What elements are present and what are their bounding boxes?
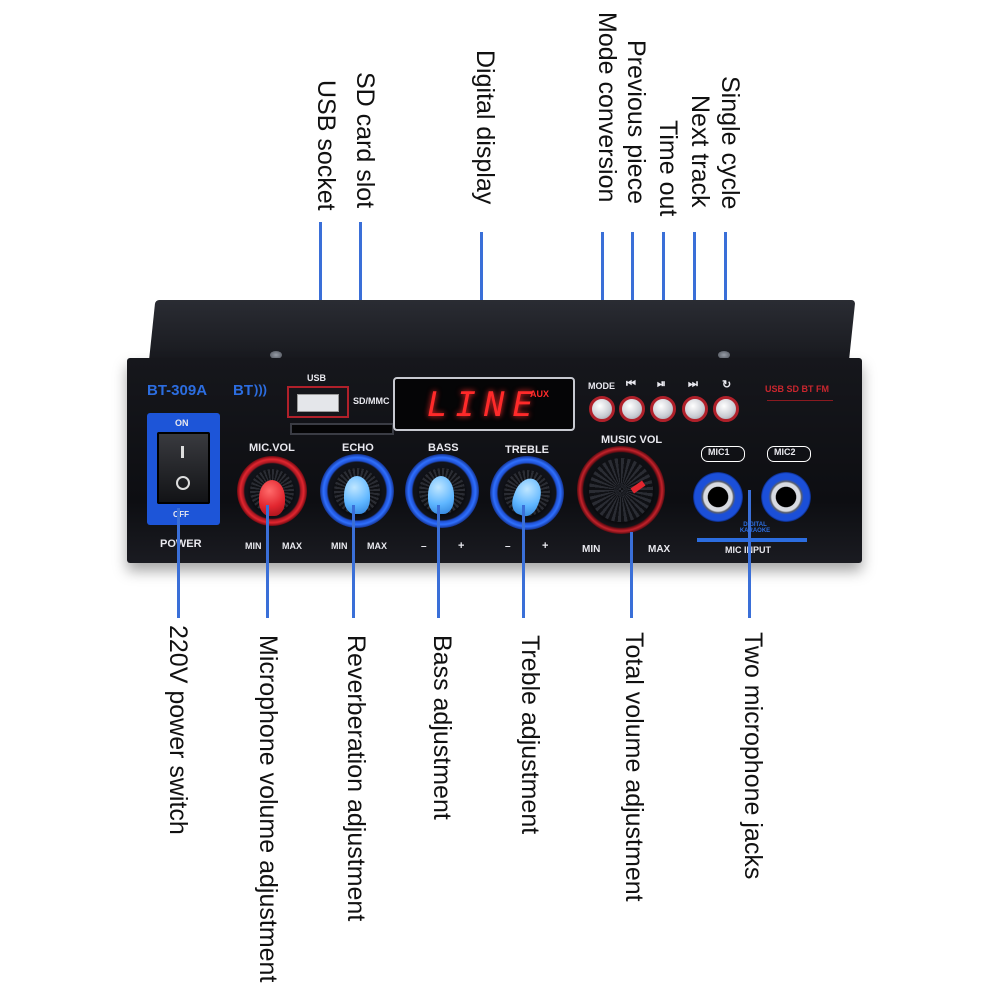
screw — [270, 351, 282, 359]
bass-min: – — [421, 541, 427, 552]
leader-total-volume — [630, 532, 633, 618]
next-icon: ⏭ — [688, 378, 698, 390]
mic-input-bar — [697, 538, 807, 542]
mode-label: MODE — [588, 381, 615, 391]
echo-label: ECHO — [342, 442, 374, 454]
callout-treble: Treble adjustment — [516, 635, 544, 835]
mic1-label: MIC1 — [708, 447, 730, 457]
power-i-mark — [181, 446, 184, 458]
amplifier-front-panel: BT-309A BT ))) ON OFF POWER USB SD/MMC L… — [127, 358, 862, 563]
music-vol-pointer — [630, 480, 646, 494]
digital-display: LINE AUX — [393, 377, 575, 431]
callout-reverb: Reverberation adjustment — [342, 635, 370, 922]
bass-knob-cap — [428, 476, 454, 514]
treble-label: TREBLE — [505, 444, 549, 456]
power-label: POWER — [160, 538, 202, 550]
callout-sd-card-slot: SD card slot — [351, 72, 379, 209]
mic2-tag — [767, 446, 811, 462]
leader-treble — [522, 505, 525, 618]
usb-label: USB — [307, 373, 327, 383]
prev-icon: ⏮ — [626, 378, 636, 390]
screw — [718, 351, 730, 359]
power-switch[interactable] — [157, 432, 210, 504]
leader-mic-vol — [266, 505, 269, 618]
display-aux-badge: AUX — [530, 389, 550, 399]
leader-bass — [437, 505, 440, 618]
music-vol-min: MIN — [582, 544, 601, 555]
usb-socket[interactable] — [287, 386, 349, 418]
mode-button[interactable] — [589, 396, 615, 422]
mic-vol-knob-cap — [259, 480, 285, 516]
play-pause-button[interactable] — [650, 396, 676, 422]
treble-max: + — [542, 540, 549, 552]
echo-knob-cap — [344, 476, 370, 514]
play-pause-icon: ⏯ — [657, 378, 666, 390]
sd-label: SD/MMC — [353, 396, 390, 406]
usb-port — [297, 394, 339, 412]
next-button[interactable] — [682, 396, 708, 422]
bass-label: BASS — [428, 442, 459, 454]
power-o-mark — [176, 476, 190, 490]
callout-previous-piece: Previous piece — [622, 40, 650, 204]
digital-karaoke-label: DIGITAL KARAOKE — [739, 522, 771, 534]
callout-mic-jacks: Two microphone jacks — [739, 632, 767, 880]
treble-min: – — [505, 541, 511, 552]
display-text: LINE — [427, 385, 541, 425]
bt-label: BT — [233, 382, 253, 399]
callout-bass: Bass adjustment — [428, 635, 456, 820]
music-vol-max: MAX — [648, 544, 671, 555]
leader-echo — [352, 505, 355, 618]
leader-usb — [319, 222, 322, 372]
callout-next-track: Next track — [686, 95, 714, 208]
callout-mic-volume: Microphone volume adjustment — [254, 635, 282, 983]
mic1-jack[interactable] — [693, 472, 743, 522]
features-badge — [767, 400, 833, 415]
bluetooth-icon: ))) — [254, 382, 267, 397]
mic2-label: MIC2 — [774, 447, 796, 457]
leader-power — [177, 508, 180, 618]
music-vol-label: MUSIC VOL — [601, 434, 663, 446]
callout-mode-conversion: Mode conversion — [593, 12, 621, 203]
mic1-tag — [701, 446, 745, 462]
mic-vol-label: MIC.VOL — [249, 442, 295, 454]
mic2-jack[interactable] — [761, 472, 811, 522]
previous-button[interactable] — [619, 396, 645, 422]
sd-card-slot[interactable] — [290, 423, 394, 435]
callout-time-out: Time out — [654, 120, 682, 217]
music-vol-knob[interactable] — [589, 458, 653, 522]
bass-max: + — [458, 540, 465, 552]
callout-usb-socket: USB socket — [312, 80, 340, 211]
repeat-button[interactable] — [713, 396, 739, 422]
callout-power-switch: 220V power switch — [164, 625, 192, 835]
callout-single-cycle: Single cycle — [716, 76, 744, 210]
model-label: BT-309A — [147, 382, 208, 399]
power-off-label: OFF — [173, 510, 189, 519]
leader-mic-jacks — [748, 490, 751, 618]
power-on-label: ON — [175, 418, 189, 428]
echo-max: MAX — [367, 541, 387, 551]
callout-digital-display: Digital display — [471, 50, 499, 205]
features-label: USB SD BT FM — [765, 384, 829, 394]
mic-vol-min: MIN — [245, 541, 262, 551]
mic-vol-max: MAX — [282, 541, 302, 551]
echo-min: MIN — [331, 541, 348, 551]
callout-total-volume: Total volume adjustment — [620, 632, 648, 902]
repeat-icon: ↻ — [722, 379, 732, 391]
